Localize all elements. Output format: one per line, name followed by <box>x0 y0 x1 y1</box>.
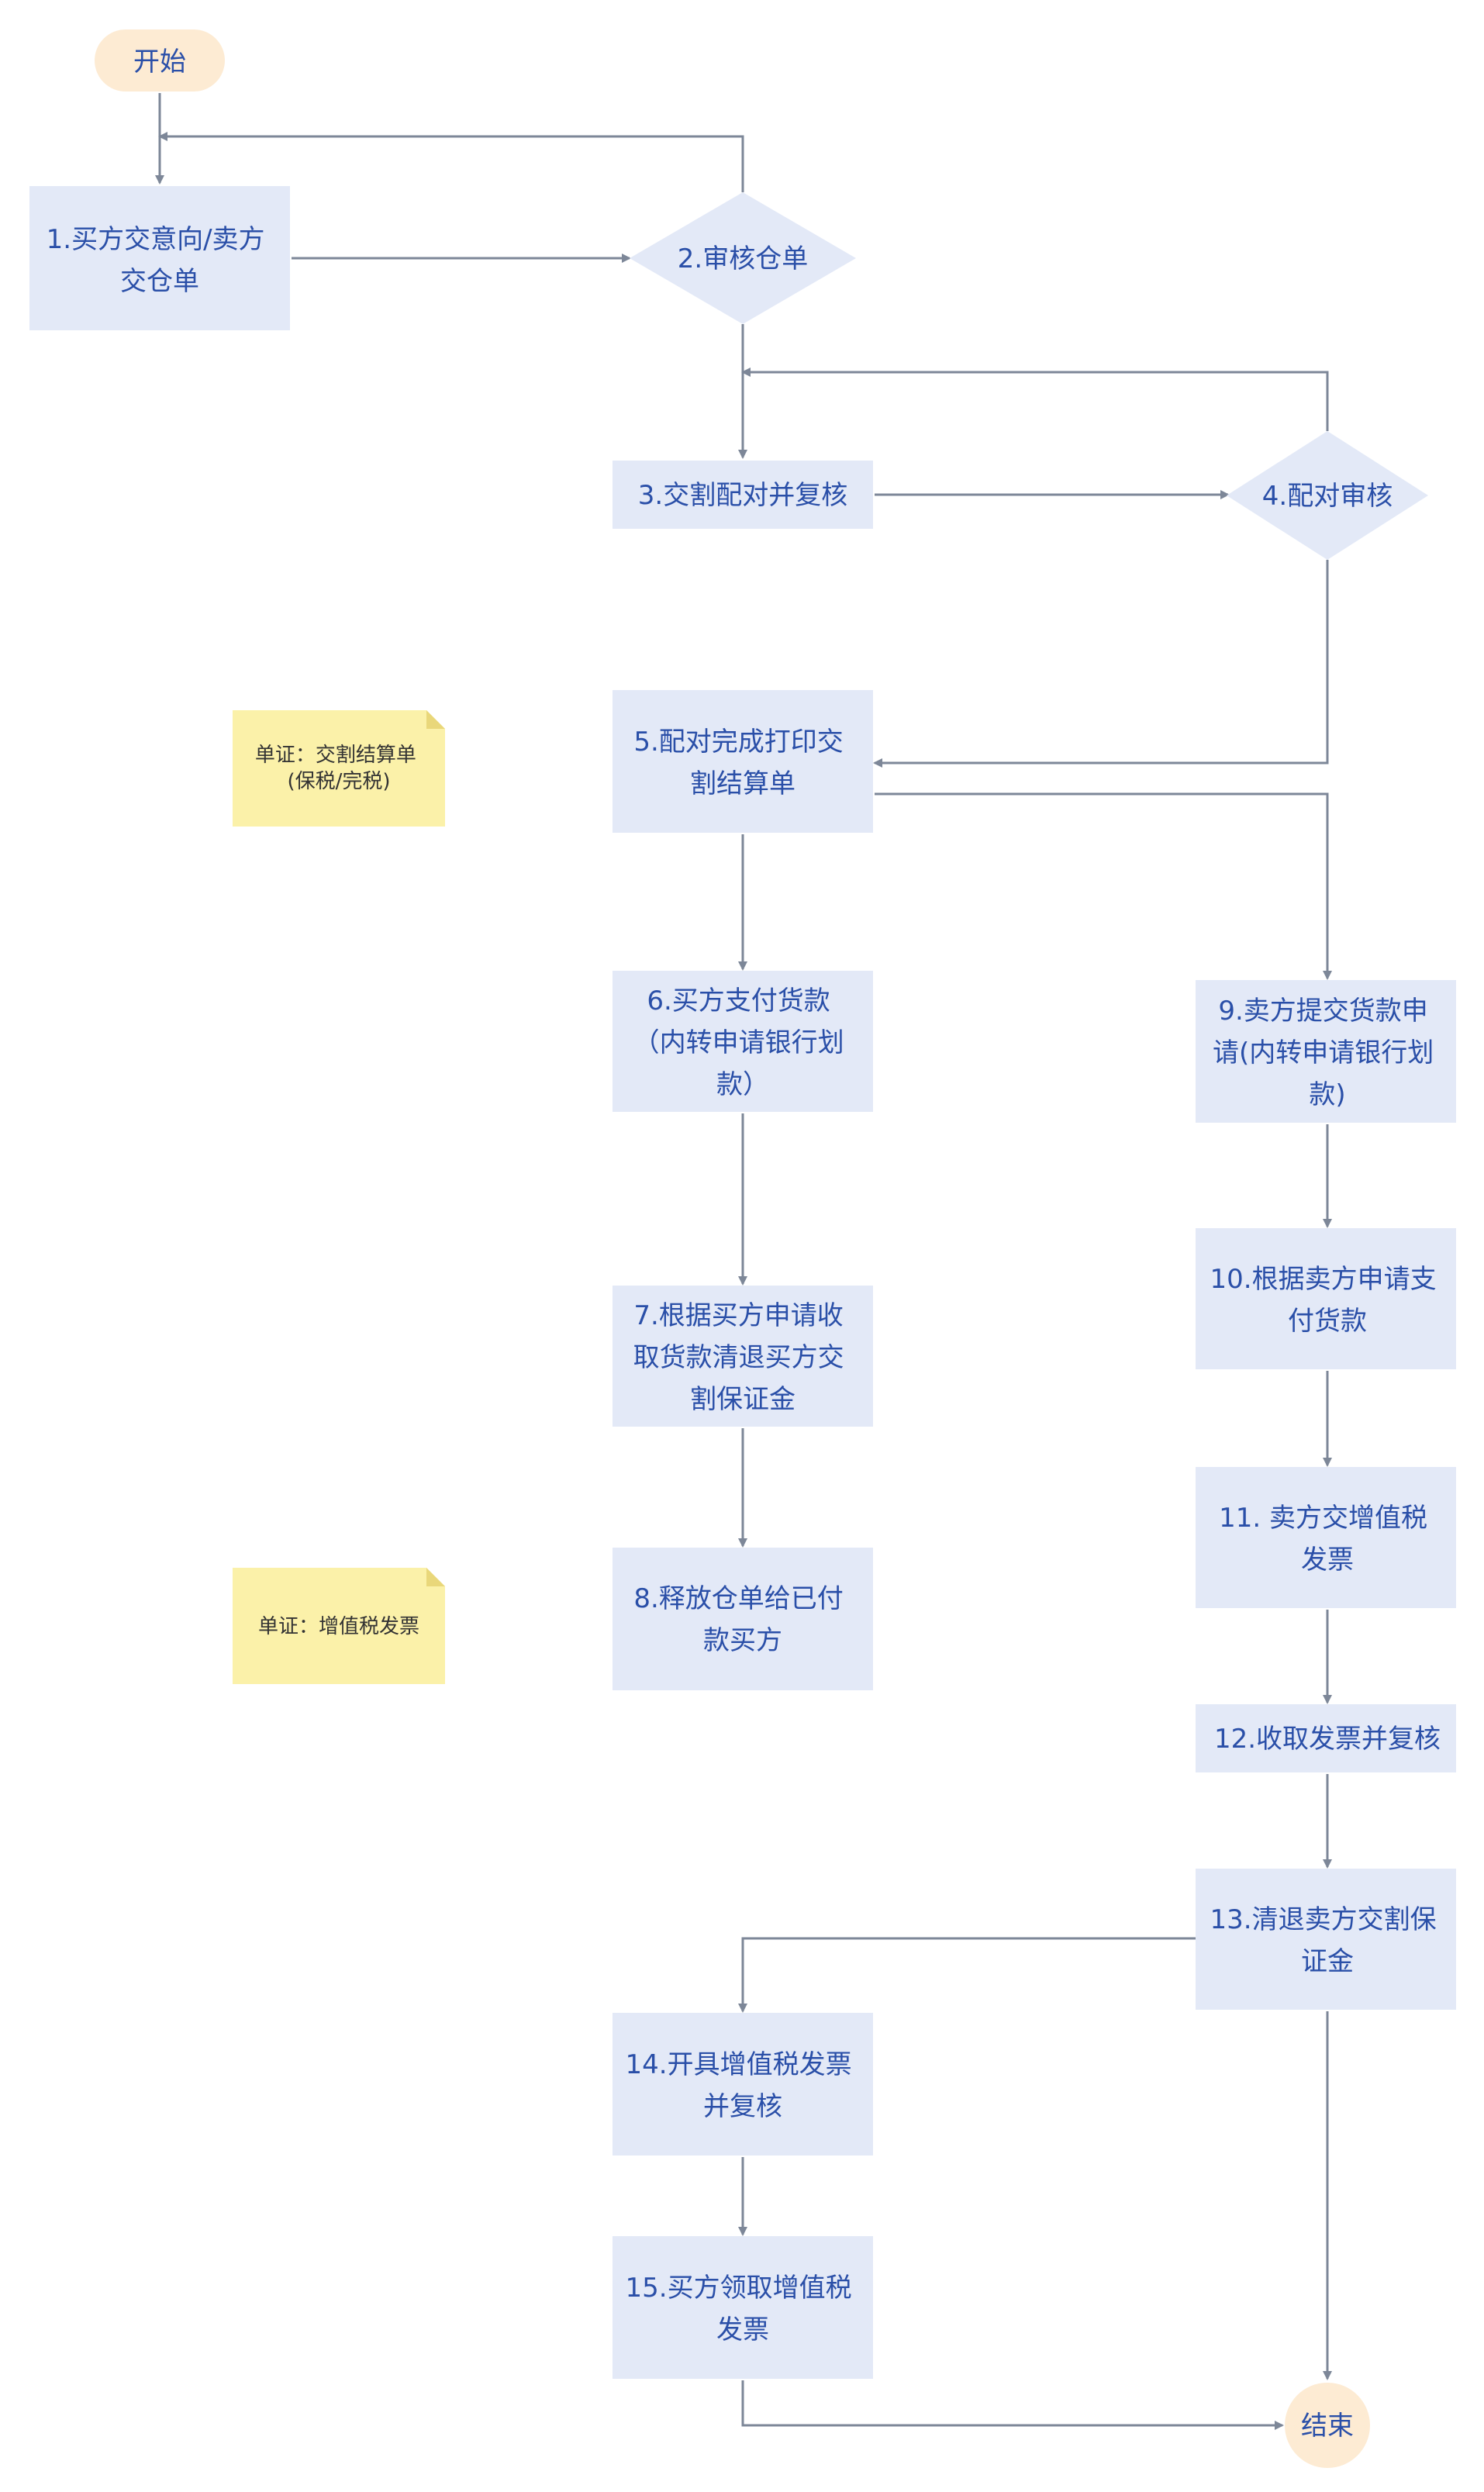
node-n13-label: 13.清退卖方交割保 证金 <box>1210 1904 1445 1977</box>
node-n10-label: 10.根据卖方申请支 付货款 <box>1210 1264 1445 1337</box>
end-label: 结束 <box>1301 2411 1354 2442</box>
process-n12-shape <box>1196 1704 1456 1772</box>
process-n1[interactable]: 1.买方交意向/卖方 交仓单 <box>29 186 290 330</box>
process-n5[interactable]: 5.配对完成打印交 割结算单 <box>613 690 873 833</box>
process-n3-shape <box>613 461 873 529</box>
decision-n4-shape <box>1227 431 1428 560</box>
node-n14-label: 14.开具增值税发票 并复核 <box>626 2049 861 2122</box>
node-n5-label: 5.配对完成打印交 割结算单 <box>633 727 851 799</box>
process-n7-shape <box>613 1286 873 1427</box>
node-n9-label: 9.卖方提交货款申 请(内转申请银行划 款) <box>1213 996 1442 1110</box>
node-n8-label: 8.释放仓单给已付 款买方 <box>633 1583 851 1656</box>
process-n6[interactable]: 6.买方支付货款 （内转申请银行划 款） <box>613 971 873 1112</box>
start-label: 开始 <box>133 47 186 78</box>
start-node[interactable]: 开始 <box>95 29 225 91</box>
node-n2-label: 2.审核仓单 <box>678 243 808 274</box>
node-n1-label: 1.买方交意向/卖方 交仓单 <box>47 224 274 297</box>
process-n1-shape <box>29 186 290 330</box>
process-n13[interactable]: 13.清退卖方交割保 证金 <box>1196 1869 1456 2010</box>
process-n8[interactable]: 8.释放仓单给已付 款买方 <box>613 1548 873 1690</box>
process-n5-shape <box>613 690 873 833</box>
node-n4-label: 4.配对审核 <box>1262 481 1393 512</box>
edge-n2-loop-to-n1 <box>158 132 744 192</box>
edge-n15-to-end <box>741 2380 1284 2430</box>
process-n15-shape <box>613 2236 873 2379</box>
note-settlement-label: 单证：交割结算单 (保税/完税) <box>255 744 423 793</box>
node-n11-label: 11. 卖方交增值税 发票 <box>1219 1503 1436 1576</box>
end-node[interactable]: 结束 <box>1285 2383 1370 2468</box>
process-n10-shape <box>1196 1228 1456 1369</box>
note-settlement-document: 单证：交割结算单 (保税/完税) <box>233 710 445 827</box>
process-n14[interactable]: 14.开具增值税发票 并复核 <box>613 2013 873 2155</box>
edge-n4-to-n5 <box>873 560 1329 768</box>
process-n14-shape <box>613 2013 873 2155</box>
note-invoice-label: 单证：增值税发票 <box>258 1615 419 1638</box>
process-n3[interactable]: 3.交割配对并复核 <box>613 461 873 529</box>
note-invoice-document: 单证：增值税发票 <box>233 1568 445 1684</box>
process-n13-shape <box>1196 1869 1456 2010</box>
edge-n4-loop-to-n3 <box>741 368 1329 431</box>
note-settlement-fold <box>426 710 445 729</box>
node-n6-label: 6.买方支付货款 （内转申请银行划 款） <box>633 985 853 1100</box>
decision-n2-shape <box>630 192 856 324</box>
process-n6-shape <box>613 971 873 1112</box>
process-n9[interactable]: 9.卖方提交货款申 请(内转申请银行划 款) <box>1196 980 1456 1123</box>
decision-n4[interactable]: 4.配对审核 <box>1227 431 1428 560</box>
process-n8-shape <box>613 1548 873 1690</box>
decision-n2[interactable]: 2.审核仓单 <box>630 192 856 324</box>
note-invoice-fold <box>426 1568 445 1586</box>
process-n15[interactable]: 15.买方领取增值税 发票 <box>613 2236 873 2379</box>
node-n12-label: 12.收取发票并复核 <box>1214 1724 1441 1755</box>
note-settlement-shape <box>233 710 445 827</box>
process-n10[interactable]: 10.根据卖方申请支 付货款 <box>1196 1228 1456 1369</box>
edges <box>155 93 1332 2430</box>
process-n11-shape <box>1196 1467 1456 1608</box>
start-shape <box>95 29 225 91</box>
edge-n5-to-n9 <box>875 792 1332 980</box>
node-n15-label: 15.买方领取增值税 发票 <box>626 2273 861 2345</box>
process-n7[interactable]: 7.根据买方申请收 取货款清退买方交 割保证金 <box>613 1286 873 1427</box>
node-n7-label: 7.根据买方申请收 取货款清退买方交 割保证金 <box>633 1300 853 1415</box>
process-n11[interactable]: 11. 卖方交增值税 发票 <box>1196 1467 1456 1608</box>
process-n9-shape <box>1196 980 1456 1123</box>
node-n3-label: 3.交割配对并复核 <box>638 480 847 511</box>
note-invoice-shape <box>233 1568 445 1684</box>
edge-n13-to-n14 <box>738 1937 1196 2013</box>
end-shape <box>1285 2383 1370 2468</box>
process-n12[interactable]: 12.收取发票并复核 <box>1196 1704 1456 1772</box>
